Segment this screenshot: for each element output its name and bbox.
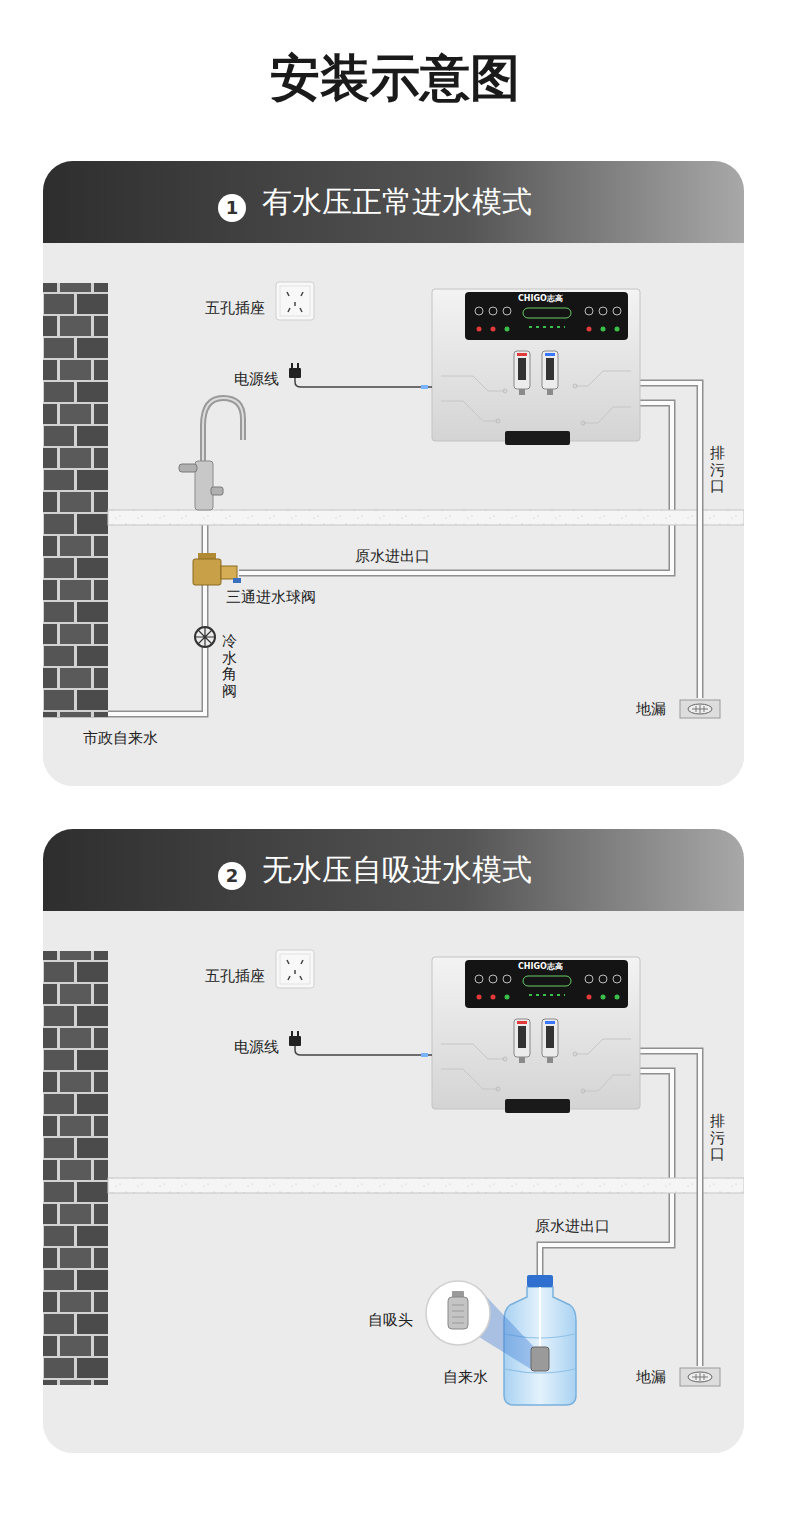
part-label: 原水进出口 bbox=[355, 547, 430, 565]
mode-two-illustration bbox=[43, 829, 744, 1453]
angle-valve-wheel-part bbox=[195, 627, 215, 647]
brand-logo: CHIGO志高 bbox=[518, 294, 563, 304]
water-bottle-part bbox=[527, 1275, 553, 1287]
kitchen-faucet-part bbox=[195, 461, 213, 510]
part-label: 电源线 bbox=[234, 370, 279, 388]
part-label: 三通进水球阀 bbox=[226, 588, 316, 606]
mode-one-illustration bbox=[43, 161, 744, 786]
number-circle: 2 bbox=[218, 862, 246, 890]
part-label: 电源线 bbox=[234, 1038, 279, 1056]
mode-panel: 无水压自吸进水模式 2CHIGO志高五孔插座电源线排污口原水进出口自吸头自来水 地漏 bbox=[43, 829, 744, 1453]
water-bottle-part bbox=[539, 1287, 541, 1347]
three-way-ball-valve-part bbox=[221, 566, 237, 579]
kitchen-faucet-part bbox=[211, 487, 223, 495]
vertical-label: 冷水角阀 bbox=[222, 633, 237, 699]
mode-one-illustration-part bbox=[43, 161, 744, 243]
part-label: 地漏 bbox=[636, 1368, 666, 1386]
part-label: 原水进出口 bbox=[535, 1217, 610, 1235]
suction-head-callout-part bbox=[452, 1305, 464, 1323]
three-way-ball-valve bbox=[193, 553, 241, 585]
page-title: 安装示意图 bbox=[0, 46, 790, 110]
vertical-label: 排污口 bbox=[710, 445, 725, 495]
three-way-ball-valve-part bbox=[233, 578, 241, 583]
mode-two-illustration-part bbox=[43, 950, 744, 1386]
suction-head-callout bbox=[426, 1281, 549, 1371]
suction-head-callout-part bbox=[448, 1297, 468, 1329]
number-circle: 1 bbox=[218, 194, 246, 222]
mode-two-illustration-part bbox=[43, 829, 744, 911]
brand-logo: CHIGO志高 bbox=[518, 962, 563, 972]
part-label: 五孔插座 bbox=[205, 967, 265, 985]
mode-one-illustration-part bbox=[43, 161, 744, 786]
part-label: 五孔插座 bbox=[205, 299, 265, 317]
mode-panel: 有水压正常进水模式 1CHIGO志高五孔插座电源线排污口原水进出口三通进水球阀冷水… bbox=[43, 161, 744, 786]
mode-two-illustration-part bbox=[43, 829, 744, 1453]
angle-valve-wheel bbox=[195, 627, 215, 647]
angle-valve-wheel-part bbox=[195, 627, 215, 647]
suction-head-callout-part bbox=[531, 1347, 549, 1371]
mode-one-illustration-part bbox=[43, 282, 744, 718]
three-way-ball-valve-part bbox=[193, 559, 221, 585]
part-label: 自来水 bbox=[443, 1368, 488, 1386]
callout-number: 2 bbox=[226, 866, 239, 886]
part-label: 自吸头 bbox=[368, 1311, 413, 1329]
kitchen-faucet-part bbox=[179, 464, 197, 472]
kitchen-faucet bbox=[179, 398, 243, 510]
part-label: 地漏 bbox=[636, 700, 666, 718]
vertical-label: 排污口 bbox=[710, 1113, 725, 1163]
panel-heading: 无水压自吸进水模式 bbox=[262, 852, 532, 888]
panel-heading: 有水压正常进水模式 bbox=[262, 184, 532, 220]
suction-head-callout-part bbox=[426, 1281, 490, 1345]
part-label: 市政自来水 bbox=[83, 729, 158, 747]
callout-number: 1 bbox=[226, 198, 239, 218]
